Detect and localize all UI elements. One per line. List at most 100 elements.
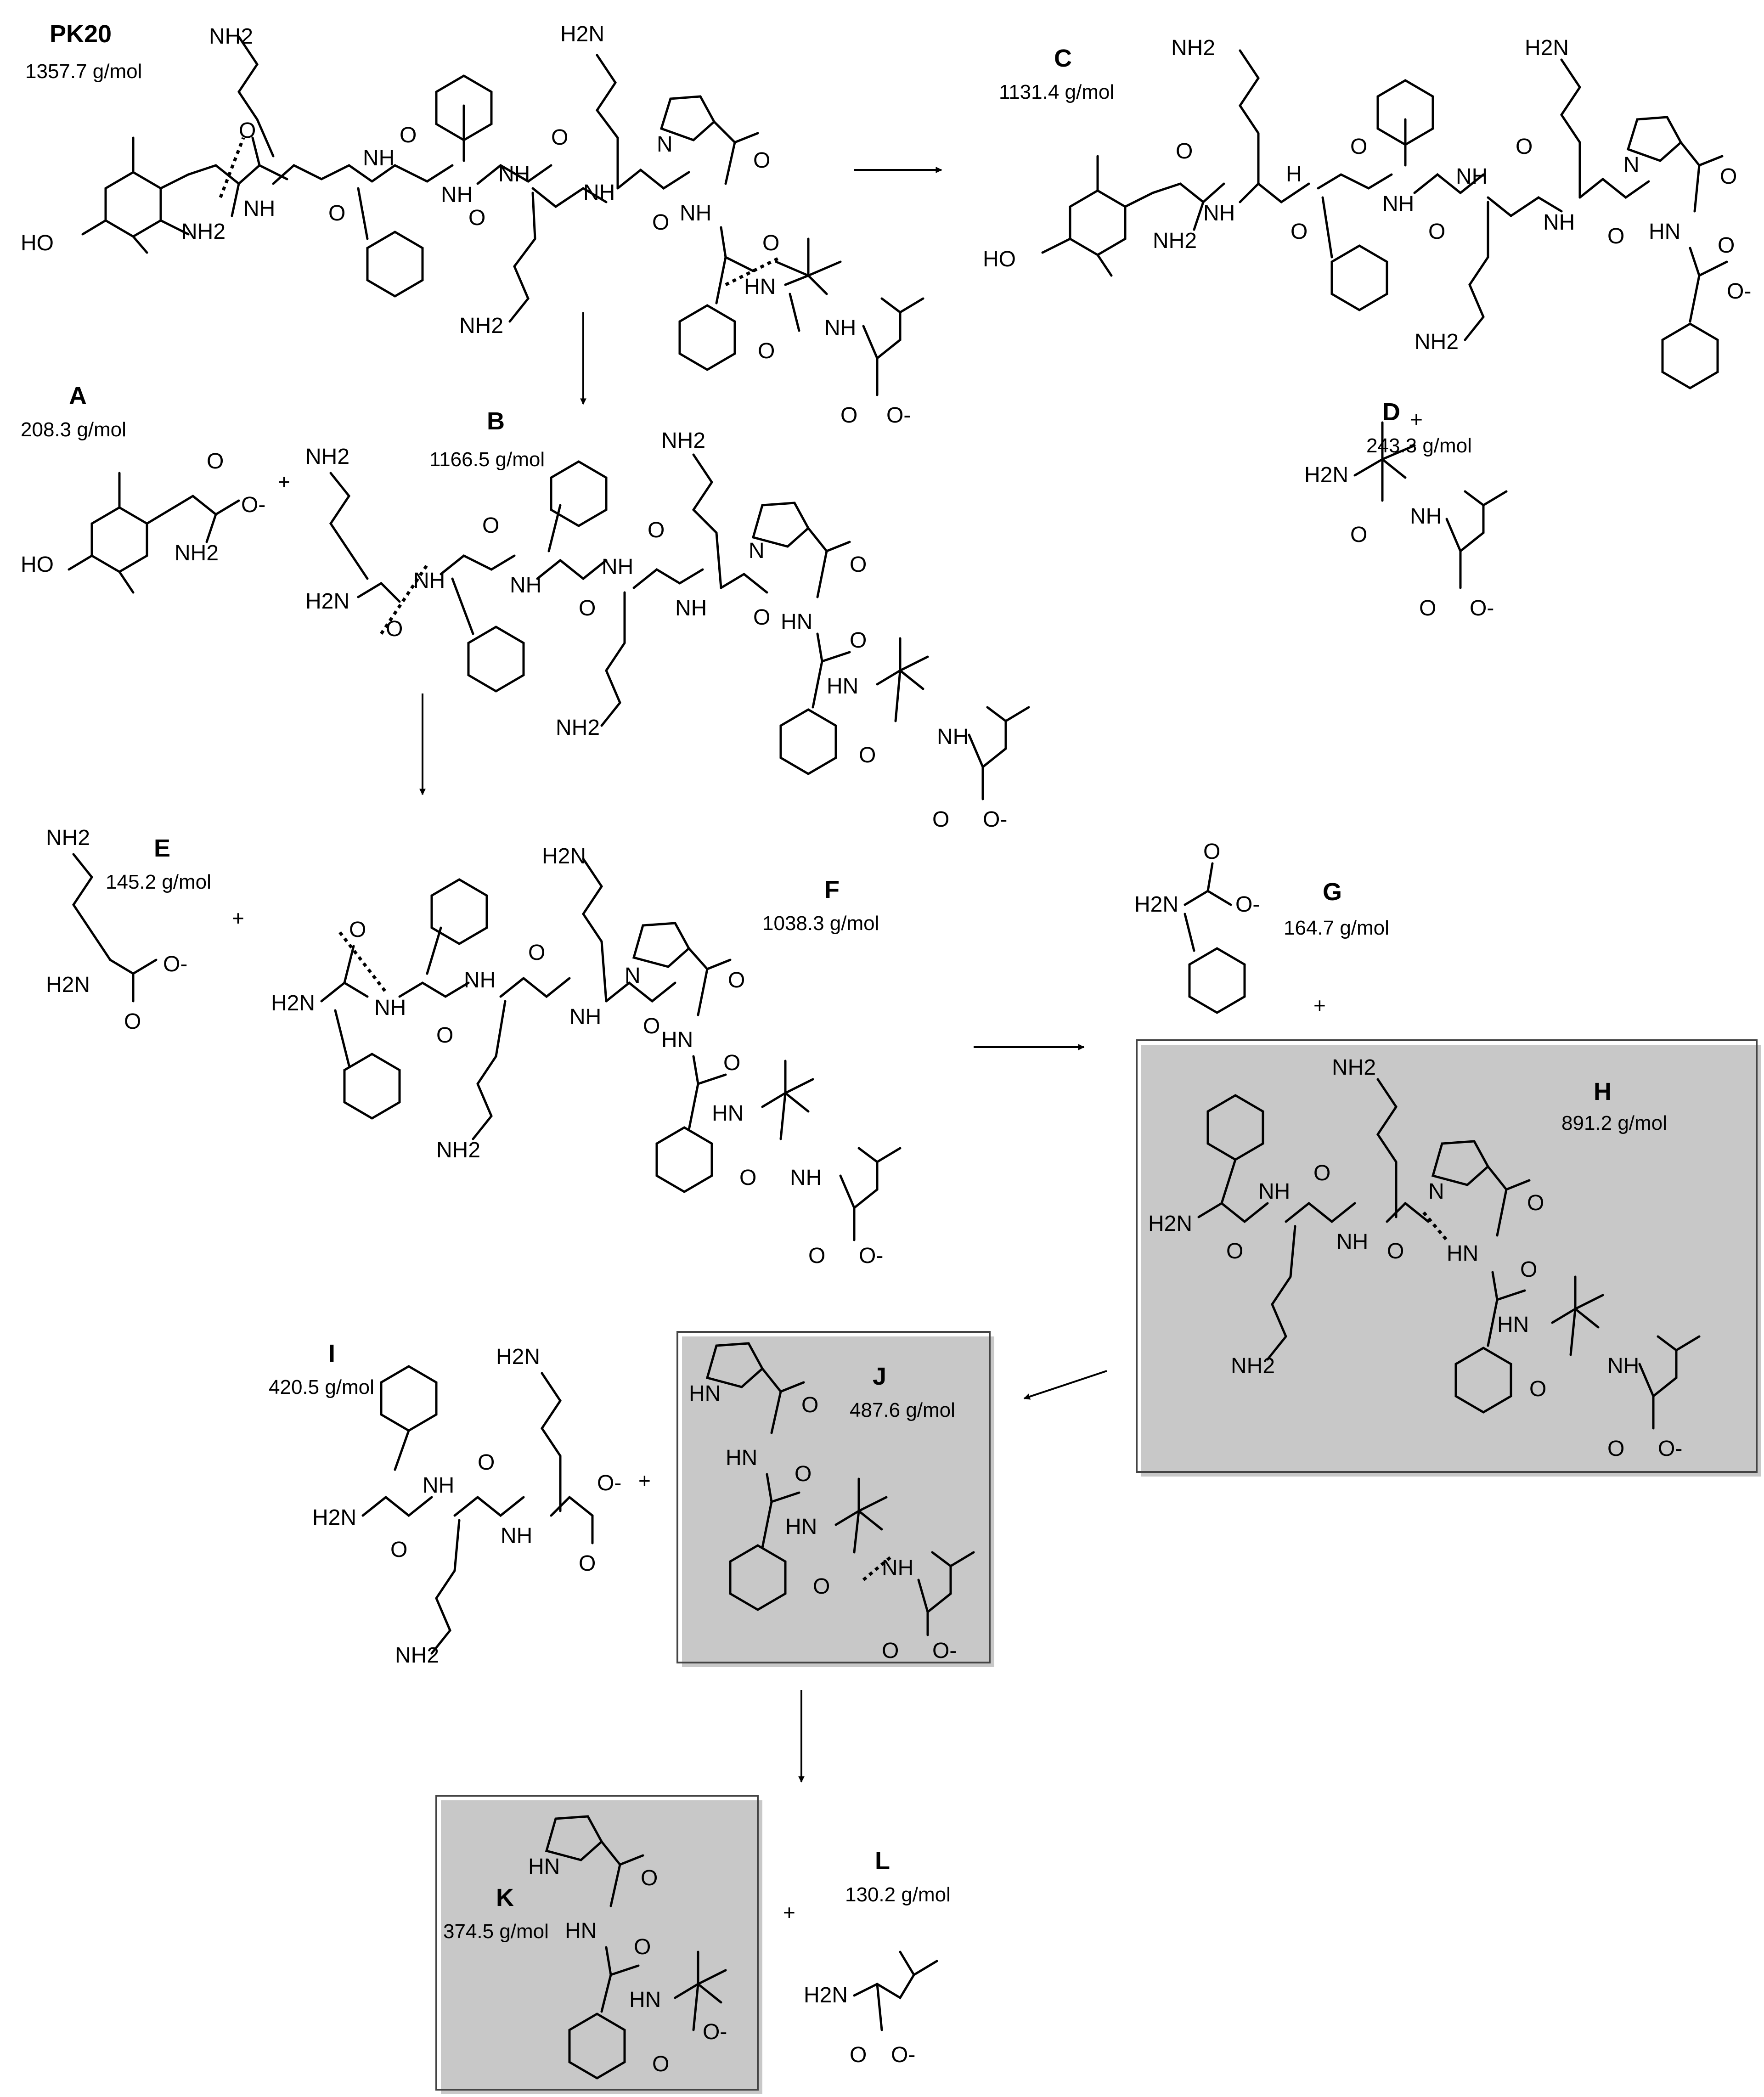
svg-text:NH: NH (498, 162, 530, 186)
svg-text:NH2: NH2 (436, 1138, 480, 1162)
svg-text:H2N: H2N (560, 22, 604, 46)
compound-l: L 130.2 g/mol H2N O O- (804, 1847, 951, 2067)
svg-text:O: O (1226, 1239, 1243, 1263)
compound-k-box: K 374.5 g/mol HN O HN O HN O O- (435, 1795, 762, 2094)
svg-text:NH2: NH2 (46, 826, 90, 850)
svg-text:O: O (1607, 1437, 1624, 1461)
svg-text:O: O (728, 968, 745, 992)
svg-text:NH: NH (374, 996, 406, 1020)
svg-text:891.2 g/mol: 891.2 g/mol (1561, 1112, 1667, 1134)
svg-text:O: O (1516, 135, 1533, 159)
svg-text:O: O (1419, 596, 1436, 620)
svg-text:+: + (1410, 408, 1423, 432)
svg-text:NH: NH (602, 555, 633, 579)
svg-text:NH: NH (1410, 504, 1442, 529)
svg-text:NH: NH (583, 180, 615, 205)
svg-text:O-: O- (859, 1244, 883, 1268)
svg-text:HN: HN (781, 610, 812, 634)
svg-text:D: D (1382, 398, 1400, 426)
svg-text:O: O (528, 941, 545, 965)
svg-text:NH2: NH2 (1171, 36, 1215, 60)
svg-text:O-: O- (1658, 1437, 1682, 1461)
svg-text:HN: HN (712, 1101, 744, 1126)
svg-text:O: O (652, 2052, 669, 2076)
svg-text:O-: O- (1727, 279, 1751, 304)
svg-text:F: F (824, 876, 840, 903)
svg-text:NH: NH (363, 146, 395, 170)
svg-text:O: O (1527, 1191, 1544, 1215)
arrow-to-i-j (1023, 1370, 1107, 1400)
svg-text:HN: HN (827, 674, 858, 699)
svg-text:O-: O- (597, 1471, 621, 1495)
svg-text:208.3 g/mol: 208.3 g/mol (21, 418, 126, 441)
svg-text:+: + (783, 1900, 795, 1924)
svg-text:NH: NH (423, 1473, 454, 1498)
svg-text:NH2: NH2 (1153, 229, 1197, 253)
svg-text:NH: NH (882, 1556, 913, 1580)
svg-text:O: O (390, 1538, 407, 1562)
svg-text:NH: NH (675, 596, 707, 620)
compound-h-box: H 891.2 g/mol H2N O NH NH2 O NH NH2 O N … (1136, 1039, 1761, 1477)
svg-text:O: O (850, 2043, 867, 2067)
svg-text:NH: NH (824, 316, 856, 340)
svg-text:G: G (1323, 878, 1342, 906)
svg-text:O: O (1203, 840, 1220, 864)
svg-text:H2N: H2N (305, 589, 349, 614)
svg-text:A: A (69, 382, 87, 410)
svg-text:NH2: NH2 (556, 716, 600, 740)
svg-text:NH: NH (413, 569, 445, 593)
svg-text:NH: NH (501, 1524, 532, 1548)
svg-text:164.7 g/mol: 164.7 g/mol (1284, 917, 1389, 939)
svg-text:1166.5 g/mol: 1166.5 g/mol (429, 448, 545, 471)
compound-i: I 420.5 g/mol H2N O NH NH2 O NH H2N O O- (269, 1340, 621, 1668)
svg-text:N: N (657, 132, 673, 157)
svg-text:NH: NH (464, 968, 496, 992)
svg-text:HN: HN (661, 1028, 693, 1052)
compound-f: F 1038.3 g/mol H2N O NH O NH NH2 O NH H2… (271, 844, 902, 1268)
svg-text:HN: HN (726, 1446, 757, 1470)
svg-text:NH2: NH2 (661, 428, 705, 453)
svg-text:C: C (1054, 45, 1072, 72)
svg-text:H2N: H2N (312, 1505, 356, 1530)
svg-text:NH: NH (1336, 1230, 1368, 1254)
svg-text:O: O (1718, 233, 1735, 258)
svg-text:J: J (873, 1363, 886, 1390)
svg-text:O: O (579, 596, 596, 620)
svg-text:NH: NH (1456, 164, 1488, 189)
svg-text:HN: HN (528, 1855, 560, 1879)
svg-text:+: + (1313, 993, 1326, 1017)
svg-text:O-: O- (891, 2043, 915, 2067)
svg-text:NH: NH (680, 201, 711, 225)
svg-text:H2N: H2N (1525, 36, 1569, 60)
svg-text:NH: NH (1543, 210, 1575, 235)
svg-text:O-: O- (886, 403, 911, 428)
svg-text:H: H (1594, 1078, 1612, 1105)
svg-text:O: O (207, 449, 224, 474)
svg-text:+: + (638, 1469, 651, 1493)
svg-text:HN: HN (744, 275, 776, 299)
svg-text:O: O (641, 1866, 658, 1890)
svg-text:145.2 g/mol: 145.2 g/mol (106, 871, 211, 893)
svg-text:O: O (1313, 1161, 1330, 1185)
svg-text:O: O (1720, 164, 1737, 189)
svg-text:O: O (652, 210, 669, 235)
svg-text:N: N (749, 539, 765, 563)
svg-text:O: O (850, 552, 867, 577)
pk20-structure: PK20 1357.7 g/mol HO NH2 O NH NH2 O NH O… (21, 20, 924, 428)
svg-text:NH: NH (1382, 192, 1414, 216)
svg-text:O-: O- (1235, 892, 1260, 917)
svg-text:O: O (1428, 220, 1445, 244)
svg-text:E: E (154, 834, 170, 862)
svg-text:O: O (124, 1009, 141, 1034)
svg-text:H2N: H2N (496, 1345, 540, 1369)
svg-text:NH2: NH2 (1332, 1055, 1376, 1080)
svg-text:HN: HN (1649, 220, 1680, 244)
svg-text:+: + (278, 470, 290, 494)
svg-text:O: O (579, 1551, 596, 1576)
svg-text:O: O (1350, 523, 1367, 547)
svg-text:NH: NH (1203, 201, 1235, 225)
svg-text:O: O (859, 743, 876, 767)
phenol-ring (104, 171, 162, 238)
svg-text:NH2: NH2 (305, 445, 349, 469)
svg-text:O: O (436, 1023, 453, 1048)
